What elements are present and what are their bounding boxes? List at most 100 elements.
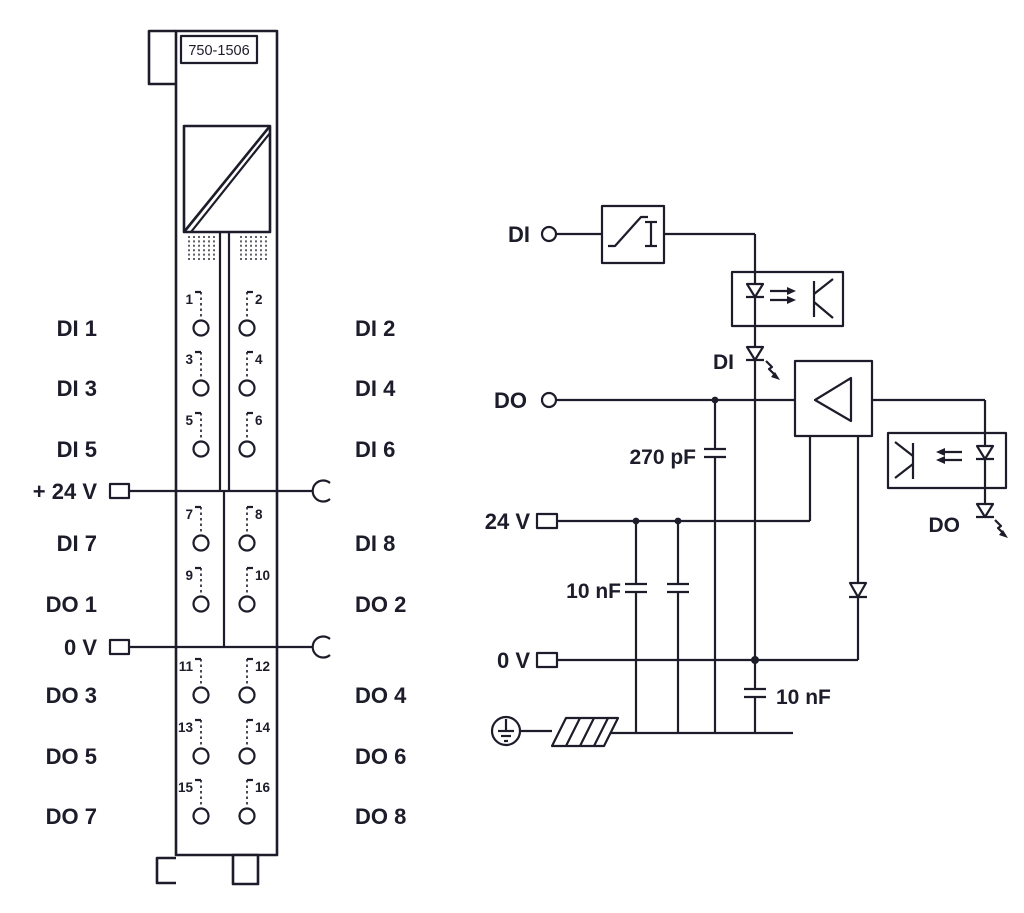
contact-5: 5 — [185, 411, 210, 458]
power-row-24v — [108, 479, 331, 503]
contact-9: 9 — [185, 566, 210, 613]
terminal-circle-icon — [540, 225, 558, 243]
do-status-led-icon: DO — [929, 502, 1008, 538]
light-emission-icon — [994, 519, 1004, 534]
terminal-label: DO 8 — [355, 804, 406, 829]
cap-10nf-label: 10 nF — [566, 580, 621, 603]
do-label: DO — [494, 388, 527, 413]
terminal-label: DO 7 — [46, 804, 97, 829]
terminal-label: + 24 V — [33, 479, 98, 504]
pin-number: 4 — [255, 352, 263, 367]
light-emission-icon — [765, 360, 776, 376]
contact-10: 10 — [238, 566, 270, 613]
terminal-label: DO 1 — [46, 592, 97, 617]
power-terminal-icon — [108, 638, 131, 656]
pin-number: 11 — [179, 659, 194, 674]
terminal-label: DO 3 — [46, 683, 97, 708]
phototransistor-icon — [812, 278, 834, 319]
do-output-terminal: DO — [494, 388, 795, 413]
terminal-labels-right: DI 2 DI 4 DI 6 DI 8 DO 2 DO 4 DO 6 DO 8 — [355, 316, 407, 829]
cap-10nf-bottom-label: 10 nF — [776, 686, 831, 709]
contact-1: 1 — [185, 290, 210, 337]
circuit-schematic: DI — [485, 204, 1008, 748]
cap-270pf-label: 270 pF — [629, 446, 696, 469]
optocoupler-2-icon — [886, 431, 1008, 490]
cap-10nf-2 — [667, 517, 689, 733]
freewheel-diode-icon — [848, 436, 868, 660]
cap-10nf-3: 10 nF — [744, 660, 831, 733]
output-driver-box — [793, 359, 874, 438]
supply-24v: 24 V — [485, 436, 812, 534]
jumper-contact-icon — [311, 479, 331, 503]
ground-icon — [490, 715, 522, 747]
ground-system — [490, 715, 793, 748]
contact-14: 14 — [238, 718, 271, 765]
terminal-label: DO 6 — [355, 744, 406, 769]
din-rail-icon — [550, 716, 620, 748]
contact-12: 12 — [238, 657, 270, 704]
terminal-label: DO 5 — [46, 744, 97, 769]
phototransistor-icon — [894, 441, 915, 479]
contact-15: 15 — [178, 778, 210, 825]
supply-24v-label: 24 V — [485, 509, 531, 534]
supply-0v-label: 0 V — [497, 648, 530, 673]
bottom-tab — [231, 853, 260, 886]
terminal-label: DI 5 — [57, 437, 97, 462]
terminal-label: DI 1 — [57, 316, 97, 341]
di-led-label: DI — [713, 351, 734, 374]
jumper-contact-icon — [311, 635, 331, 659]
contact-3: 3 — [185, 350, 210, 397]
part-number-plate: 750-1506 — [179, 34, 259, 65]
terminal-label: DI 4 — [355, 376, 396, 401]
power-terminal-icon — [108, 482, 131, 500]
pin-number: 6 — [255, 413, 263, 428]
pin-number: 9 — [185, 568, 193, 583]
contact-2: 2 — [238, 290, 263, 337]
terminal-labels-left: DI 1 DI 3 DI 5 + 24 V DI 7 DO 1 0 V DO 3… — [33, 316, 98, 829]
pin-number: 7 — [185, 507, 193, 522]
threshold-icon — [608, 215, 648, 248]
power-terminal-icon — [535, 651, 559, 669]
input-filter-box — [600, 204, 666, 265]
pin-number: 14 — [255, 720, 271, 735]
power-row-0v — [108, 635, 331, 659]
contact-13: 13 — [178, 718, 210, 765]
pin-number: 3 — [185, 352, 193, 367]
contact-8: 8 — [238, 505, 263, 552]
terminal-label: DI 3 — [57, 376, 97, 401]
pin-number: 8 — [255, 507, 263, 522]
optocoupler-1-icon — [730, 270, 845, 328]
contact-16: 16 — [238, 778, 271, 825]
pin-number: 16 — [255, 780, 271, 795]
terminal-label: DO 2 — [355, 592, 406, 617]
cap-270pf: 270 pF — [629, 396, 726, 733]
amplifier-icon — [813, 376, 853, 423]
pin-number: 10 — [255, 568, 270, 583]
terminal-label: DO 4 — [355, 683, 407, 708]
pin-number: 13 — [178, 720, 194, 735]
terminal-label: DI 8 — [355, 531, 395, 556]
contact-7: 7 — [185, 505, 210, 552]
led-icon — [975, 444, 995, 461]
pin-number: 1 — [185, 292, 193, 307]
pin-number: 5 — [185, 413, 193, 428]
pin-number: 2 — [255, 292, 263, 307]
contact-4: 4 — [238, 350, 263, 397]
do-led-label: DO — [929, 514, 961, 537]
terminal-label: DI 2 — [355, 316, 395, 341]
contact-11: 11 — [179, 657, 210, 704]
electronics-symbol — [182, 124, 272, 234]
pin-number: 15 — [178, 780, 194, 795]
contact-6: 6 — [238, 411, 263, 458]
di-status-led-icon: DI — [713, 345, 780, 380]
part-number: 750-1506 — [188, 43, 249, 59]
cap-10nf-1 — [625, 517, 647, 733]
terminal-circle-icon — [540, 391, 558, 409]
led-icon — [745, 282, 765, 299]
power-terminal-icon — [535, 512, 559, 530]
supply-0v: 0 V — [497, 648, 858, 673]
mounting-latch — [147, 29, 176, 86]
io-module: 750-1506 — [33, 29, 407, 886]
